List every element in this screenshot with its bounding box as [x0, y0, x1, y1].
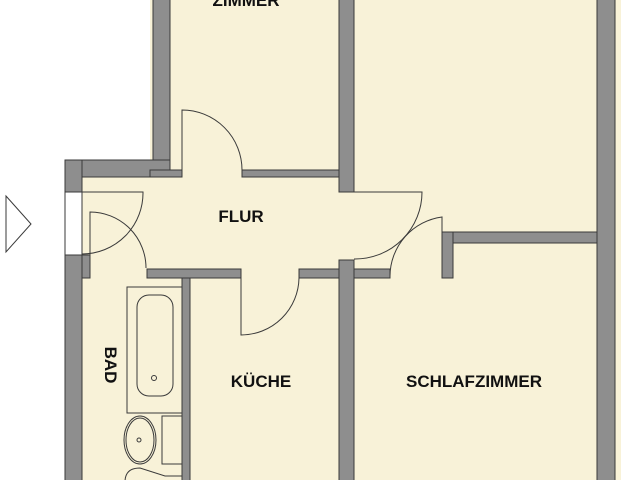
bad-kueche-wall — [181, 277, 191, 480]
room-label-flur: FLUR — [218, 207, 263, 226]
window-opening — [64, 191, 83, 256]
toilet — [124, 467, 183, 480]
schlafzimmer-top-wall — [446, 231, 598, 244]
schlafzimmer-door — [389, 216, 443, 278]
bathtub — [126, 286, 183, 414]
outer-left-wall-lower — [64, 254, 83, 480]
flur-bad-jamb — [81, 254, 91, 279]
room-label-kueche: KÜCHE — [231, 372, 291, 391]
entrance-door — [81, 191, 144, 255]
flur-bottom-wall-1 — [146, 268, 242, 279]
room-label-zimmer: ZIMMER — [212, 0, 279, 10]
bad-door — [89, 211, 147, 270]
outer-left-wall-upper — [64, 159, 83, 193]
zimmer-left-wall — [152, 0, 171, 177]
room-label-schlafzimmer: SCHLAFZIMMER — [406, 372, 542, 391]
walls — [64, 0, 616, 480]
kueche-door — [240, 277, 300, 336]
middle-wall-lower — [338, 259, 355, 480]
zimmer-bottom-wall-left — [149, 169, 183, 178]
zimmer-bottom-wall-right — [241, 169, 340, 178]
outer-right-wall — [596, 0, 616, 480]
room-label-bad: BAD — [101, 347, 120, 384]
entrance-arrow-icon — [5, 194, 32, 254]
schlafzimmer-door-jamb — [441, 231, 454, 279]
zimmer-door — [181, 109, 243, 171]
middle-wall-upper — [338, 0, 355, 193]
doors — [81, 109, 443, 336]
sink — [123, 415, 183, 465]
